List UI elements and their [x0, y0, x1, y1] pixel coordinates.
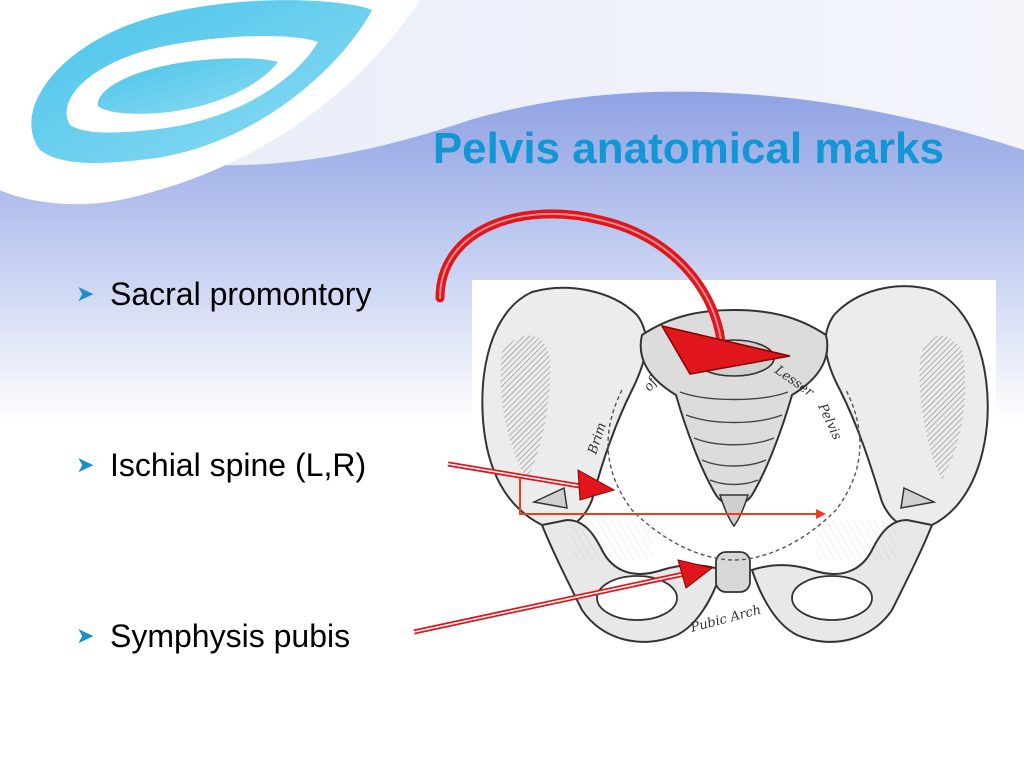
sacral-promontory-body	[693, 339, 775, 377]
pelvis-drawing: Brim of Lesser Pelvis Pubic Arch	[481, 285, 989, 643]
bone-texture-left	[572, 520, 652, 560]
arrow-bullet-icon: ➤	[76, 280, 95, 306]
bullet-item-symphysis-pubis: ➤ Symphysis pubis	[76, 618, 350, 655]
arrow-bullet-icon: ➤	[76, 451, 95, 477]
bullet-label: Sacral promontory	[110, 276, 372, 312]
left-obturator-foramen	[596, 575, 678, 621]
right-ischial-spine	[900, 486, 937, 509]
label-pelvis: Pelvis	[814, 400, 844, 442]
bullet-label: Symphysis pubis	[110, 618, 351, 654]
right-ilium-shading	[919, 335, 966, 480]
arrow-bullet-icon: ➤	[76, 622, 95, 648]
bullet-label: Ischial spine (L,R)	[110, 447, 367, 483]
logo-ring-highlight	[97, 58, 278, 114]
coccyx	[718, 494, 750, 528]
left-ilium-shading	[500, 335, 551, 480]
bullet-item-ischial-spine: ➤ Ischial spine (L,R)	[76, 447, 366, 484]
pubic-symphysis	[715, 551, 751, 593]
right-obturator-foramen	[791, 575, 873, 621]
bullet-item-sacral-promontory: ➤ Sacral promontory	[76, 276, 371, 313]
pelvis-illustration: Brim of Lesser Pelvis Pubic Arch	[472, 280, 996, 656]
slide-title: Pelvis anatomical marks	[432, 124, 944, 173]
bone-texture-right	[816, 520, 896, 560]
